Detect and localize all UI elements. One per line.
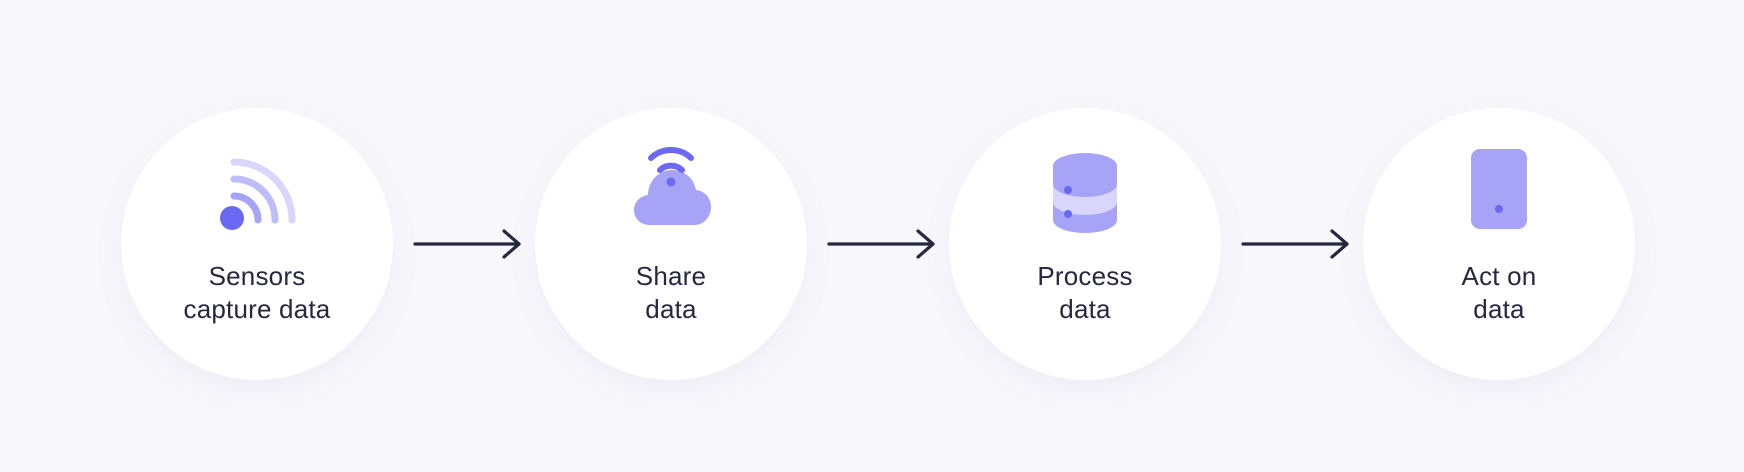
step-label-line-1: Act on xyxy=(1461,261,1537,291)
step-label: Sensors capture data xyxy=(121,260,393,326)
database-icon xyxy=(1040,146,1130,236)
step-label-line-2: data xyxy=(1059,294,1111,324)
step-label: Act on data xyxy=(1363,260,1635,326)
flow-arrow-2 xyxy=(827,228,937,260)
step-label: Process data xyxy=(949,260,1221,326)
step-label-line-2: capture data xyxy=(183,294,331,324)
cloud-wifi-icon xyxy=(626,146,716,236)
step-label-line-1: Process xyxy=(1037,261,1133,291)
step-label: Share data xyxy=(535,260,807,326)
step-label-line-1: Share xyxy=(635,261,707,291)
step-label-line-2: data xyxy=(645,294,697,324)
step-sensors-capture-data: Sensors capture data xyxy=(121,108,393,380)
step-label-line-1: Sensors xyxy=(208,261,306,291)
step-label-line-2: data xyxy=(1473,294,1525,324)
wifi-signal-icon xyxy=(212,146,302,236)
step-act-on-data: Act on data xyxy=(1363,108,1635,380)
step-process-data: Process data xyxy=(949,108,1221,380)
smartphone-icon xyxy=(1454,146,1544,236)
step-share-data: Share data xyxy=(535,108,807,380)
flow-arrow-3 xyxy=(1241,228,1351,260)
flow-arrow-1 xyxy=(413,228,523,260)
